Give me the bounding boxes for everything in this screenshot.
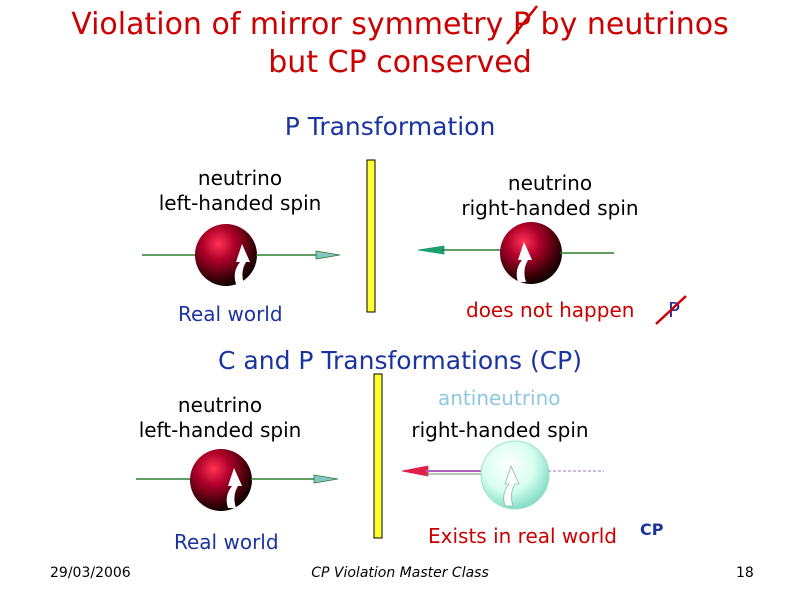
spin-arrow-icon [503,464,520,507]
p-transformation-heading: P Transformation [284,112,496,141]
spin-arrow-icon [516,242,532,282]
cp-real-world-label: Real world [174,530,279,554]
p-does-not-happen-label: does not happen [466,298,635,322]
slide-title-line1: Violation of mirror symmetry P by neutri… [0,5,800,45]
p-right-spin: right-handed spin [461,196,639,220]
cp-left-labels: neutrino left-handed spin [110,393,330,443]
cp-left-neutrino [136,449,339,511]
title-prefix: Violation of mirror symmetry [71,7,504,42]
slide-title-line2: but CP conserved [268,45,532,80]
cp-exists-label: Exists in real world [428,524,617,548]
p-left-neutrino [142,224,341,286]
title-suffix: by neutrinos [540,7,729,42]
p-struck-symbol: P [655,295,687,325]
p-real-world-label: Real world [178,302,283,326]
footer-page-number: 18 [736,565,754,581]
spin-arrow-icon [234,244,250,284]
p-right-labels: neutrino right-handed spin [430,171,670,221]
cp-left-particle: neutrino [177,393,263,417]
p-left-spin: left-handed spin [158,191,322,215]
p-left-labels: neutrino left-handed spin [130,166,350,216]
cp-right-antineutrino [401,440,604,510]
spin-arrow-icon [226,468,242,508]
mirror-bottom [373,373,383,539]
strike-slash-icon [655,295,687,325]
p-right-neutrino [417,222,614,284]
strike-slash-icon [505,5,538,45]
footer-title: CP Violation Master Class [311,565,489,581]
mirror-top [366,159,376,313]
cp-transformation-heading: C and P Transformations (CP) [218,346,582,375]
footer-date: 29/03/2006 [50,565,131,581]
p-left-particle: neutrino [197,166,283,190]
cp-left-spin: left-handed spin [138,418,302,442]
cp-right-spin: right-handed spin [411,418,589,442]
cp-antineutrino-label: antineutrino [438,386,561,410]
cp-symbol: CP [640,520,664,539]
p-right-particle: neutrino [507,171,593,195]
title-p-struck: P [505,5,538,45]
